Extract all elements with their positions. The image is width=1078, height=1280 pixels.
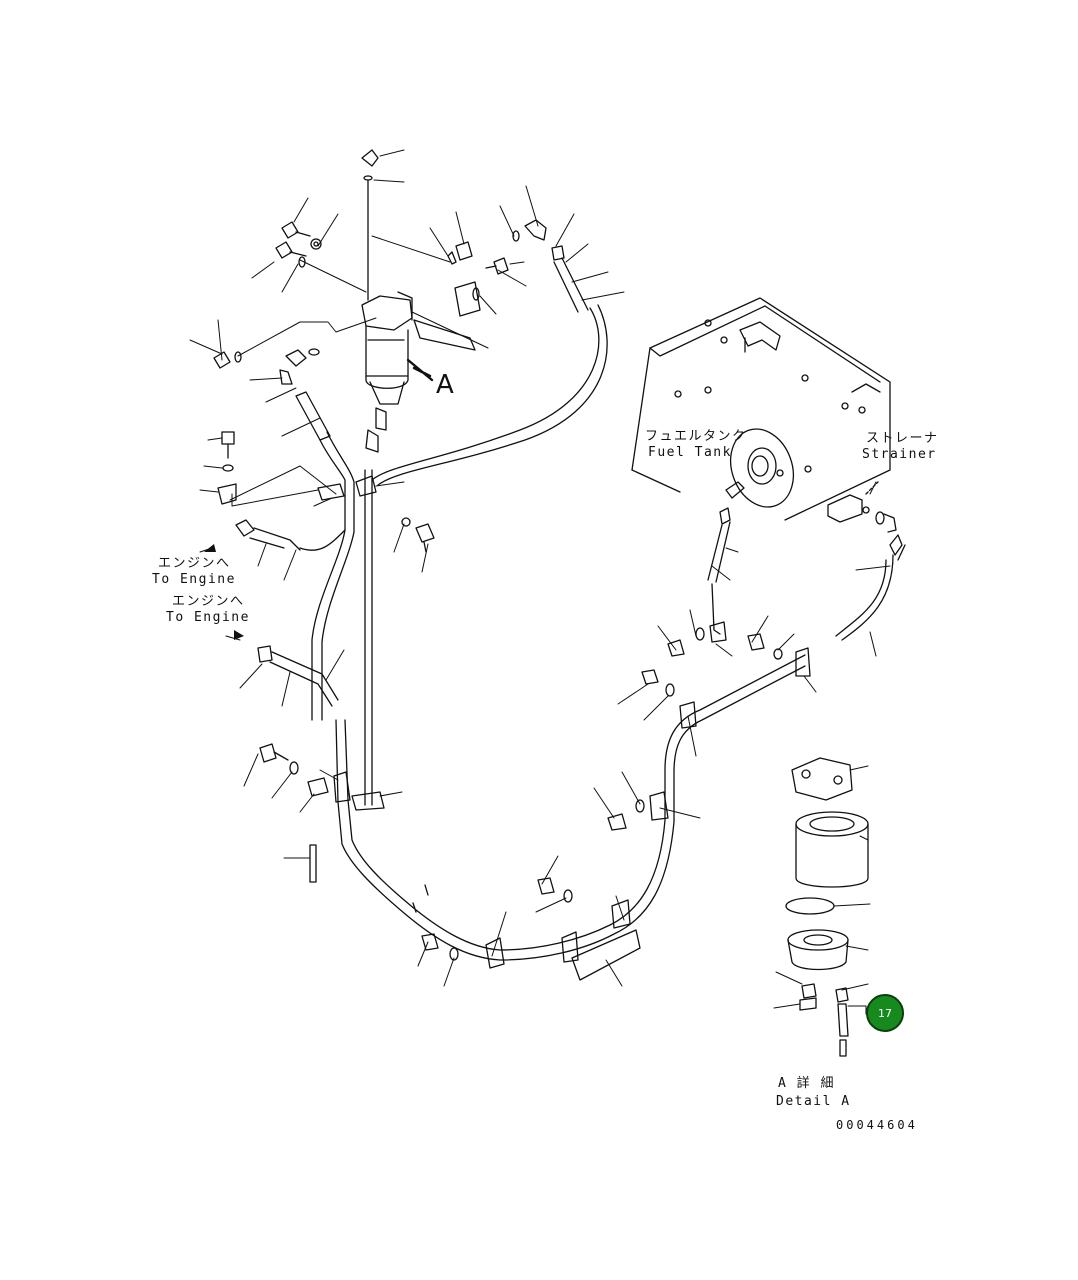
strainer-label-jp: ストレーナ bbox=[866, 431, 939, 446]
detail-a-title-jp: A 詳 細 bbox=[778, 1076, 835, 1091]
tank-outlet-hose bbox=[707, 481, 745, 635]
fuel-tank-label-jp: フュエルタンク bbox=[645, 429, 747, 444]
detail-a-title-en: Detail A bbox=[776, 1094, 851, 1109]
drawing-number: 00044604 bbox=[836, 1118, 918, 1132]
part-callout-17[interactable]: 17 bbox=[866, 994, 904, 1032]
to-engine-2-label-en: To Engine bbox=[166, 610, 250, 625]
detail-a-components bbox=[785, 757, 869, 1057]
main-fuel-line bbox=[335, 654, 806, 961]
to-engine-2-label-jp: エンジンへ bbox=[172, 594, 245, 609]
fasteners bbox=[213, 219, 811, 981]
fuel-filter-assembly bbox=[361, 149, 481, 453]
to-engine-1-label-en: To Engine bbox=[152, 572, 236, 587]
fuel-tank-label-en: Fuel Tank bbox=[648, 445, 732, 460]
detail-a-marker: A bbox=[436, 370, 454, 400]
strainer-assembly bbox=[827, 481, 906, 641]
strainer-label-en: Strainer bbox=[862, 447, 937, 462]
flow-arrows bbox=[204, 544, 244, 640]
leader-lines bbox=[189, 149, 891, 1015]
to-engine-1-label-jp: エンジンへ bbox=[158, 556, 231, 571]
filter-lines bbox=[311, 304, 608, 806]
fuel-tank bbox=[631, 297, 891, 521]
